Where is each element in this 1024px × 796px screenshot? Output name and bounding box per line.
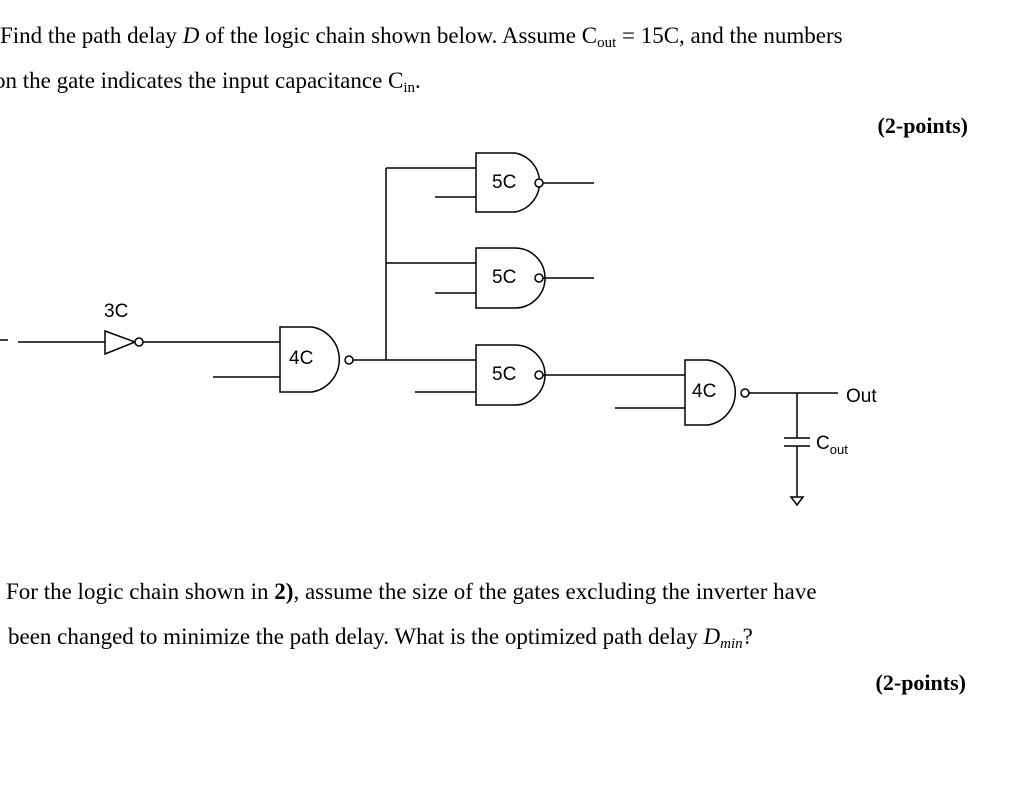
problem1-line2-text-a: on the gate indicates the input capacita… bbox=[0, 68, 404, 93]
inverter-label: 3C bbox=[104, 301, 128, 322]
problem2-line2-text-b: ? bbox=[742, 624, 753, 649]
nand-mid-label: 5C bbox=[492, 267, 516, 288]
nand-last-bubble bbox=[740, 388, 750, 398]
nand-top-label: 5C bbox=[492, 172, 516, 193]
nand-first-body bbox=[279, 326, 341, 393]
nand-top-bubble bbox=[534, 178, 544, 188]
nand-first-bubble bbox=[344, 355, 354, 365]
cap-label: Cout bbox=[816, 433, 848, 457]
nand-low-body bbox=[475, 344, 546, 406]
ground-symbol bbox=[789, 496, 805, 507]
problem2-line1-text-b: , assume the size of the gates excluding… bbox=[293, 579, 817, 604]
dmin-subscript: min bbox=[720, 636, 743, 652]
problem1-line2-text-b: . bbox=[415, 68, 421, 93]
problem1-points: (2-points) bbox=[877, 113, 968, 138]
nand-low-bubble bbox=[534, 370, 544, 380]
path-delay-variable: D bbox=[182, 23, 200, 48]
problem1-line1-text-b: of the logic chain shown below. Assume C bbox=[199, 23, 598, 48]
inverter-bubble bbox=[134, 337, 144, 347]
logic-chain-diagram: 3C 4C 5C 5C 5C 4C Out Cout bbox=[0, 152, 877, 507]
problem1-line1-text-c: = 15C, and the numbers bbox=[616, 23, 843, 48]
nand-first-label: 4C bbox=[289, 348, 313, 369]
nand-last-label: 4C bbox=[692, 381, 716, 402]
problem2-line2-text-a: been changed to minimize the path delay.… bbox=[8, 624, 704, 649]
inverter-symbol bbox=[104, 329, 138, 356]
problem2-points: (2-points) bbox=[875, 670, 966, 695]
cap-label-main: C bbox=[816, 433, 830, 454]
nand-mid-bubble bbox=[534, 273, 544, 283]
problem1-line1-text-a: Find the path delay bbox=[0, 23, 183, 48]
problem2-line1: For the logic chain shown in 2), assume … bbox=[6, 580, 817, 603]
problem1-line2: on the gate indicates the input capacita… bbox=[0, 69, 421, 96]
nand-mid-body bbox=[475, 247, 546, 309]
dmin-variable: D bbox=[703, 624, 721, 649]
problem2-line1-text-a: For the logic chain shown in bbox=[6, 579, 275, 604]
problem-ref: 2) bbox=[274, 579, 294, 604]
nand-last-body bbox=[684, 359, 737, 426]
cap-label-sub: out bbox=[830, 442, 848, 457]
problem1-line1: Find the path delay D of the logic chain… bbox=[0, 24, 843, 51]
output-label: Out bbox=[846, 386, 877, 407]
nand-low-label: 5C bbox=[492, 364, 516, 385]
cout-subscript: out bbox=[597, 35, 617, 51]
cin-subscript: in bbox=[403, 80, 416, 96]
problem2-line2: been changed to minimize the path delay.… bbox=[8, 625, 753, 652]
